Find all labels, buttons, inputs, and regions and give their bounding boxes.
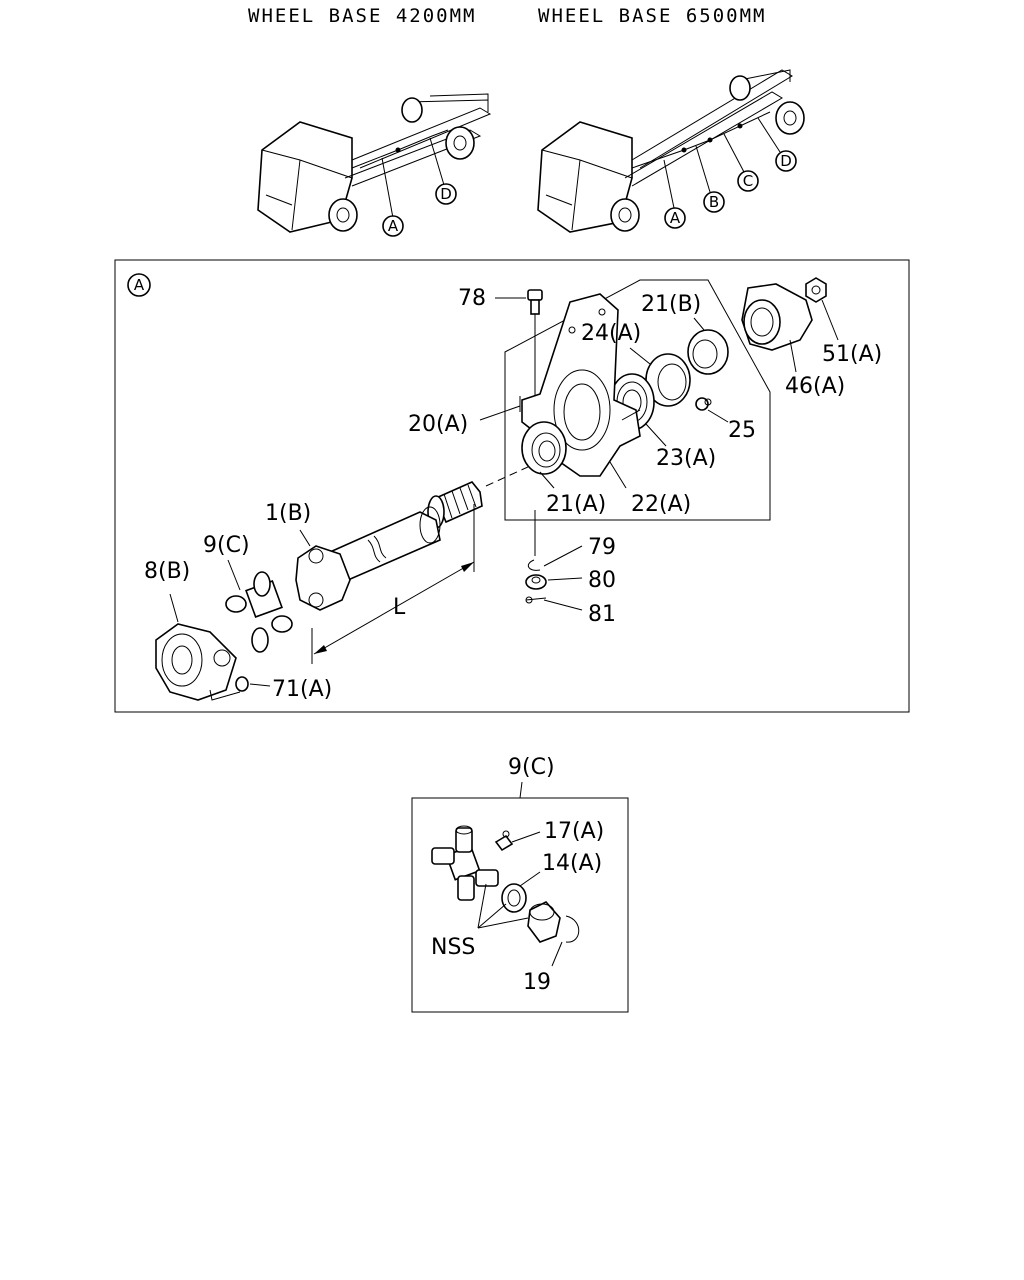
- truck1-marker-d: D: [440, 185, 452, 203]
- label-part-14a: 14(A): [542, 851, 602, 876]
- detail-9c-frame: [411, 797, 629, 1013]
- slinger-24a: [629, 347, 691, 407]
- spider-cross-exploded: [431, 825, 499, 901]
- label-part-79: 79: [588, 535, 616, 560]
- label-dimension-l: L: [393, 595, 406, 620]
- callout-circle: [435, 183, 457, 205]
- label-part-17a: 17(A): [544, 819, 604, 844]
- label-part-46a: 46(A): [785, 374, 845, 399]
- callout-circle: [737, 170, 759, 192]
- header-wheel-base-4200: WHEEL BASE 4200MM: [248, 5, 476, 27]
- label-part-78: 78: [458, 286, 486, 311]
- washer-79: [527, 545, 583, 571]
- callout-circle: [775, 150, 797, 172]
- label-part-21a: 21(A): [546, 492, 606, 517]
- detail-a-frame: [114, 259, 910, 713]
- grease-fitting-17a: [494, 830, 541, 852]
- truck1-marker-a: A: [388, 217, 399, 235]
- label-part-24a: 24(A): [581, 321, 641, 346]
- grease-nipple-25: [695, 397, 729, 423]
- label-part-71a: 71(A): [272, 677, 332, 702]
- retainer-71a: [209, 676, 271, 701]
- snap-ring-19: [551, 915, 580, 967]
- label-part-21b: 21(B): [641, 292, 701, 317]
- truck2-marker-b: B: [709, 193, 719, 211]
- universal-joint-9c: [225, 559, 293, 653]
- label-part-51a: 51(A): [822, 342, 882, 367]
- callout-circle: [382, 215, 404, 237]
- label-part-25: 25: [728, 418, 756, 443]
- label-part-1b: 1(B): [265, 501, 311, 526]
- center-bearing-subframe: [504, 279, 771, 521]
- truck2-marker-a: A: [670, 209, 681, 227]
- callout-circle: [703, 191, 725, 213]
- label-part-20a: 20(A): [408, 412, 468, 437]
- cotter-pin-81: [525, 596, 583, 611]
- truck2-marker-c: C: [743, 172, 753, 190]
- length-dimension: [311, 504, 475, 664]
- label-part-81: 81: [588, 602, 616, 627]
- nut-51a: [805, 277, 839, 341]
- header-wheel-base-6500: WHEEL BASE 6500MM: [538, 5, 766, 27]
- bolt-78: [495, 289, 543, 420]
- detail-9c-title: 9(C): [508, 755, 555, 780]
- label-part-80: 80: [588, 568, 616, 593]
- callout-circle: [664, 207, 686, 229]
- truck2-marker-d: D: [780, 152, 792, 170]
- seal-14a: [501, 871, 541, 913]
- seal-21a: [521, 421, 567, 489]
- label-nss: NSS: [431, 935, 475, 960]
- label-part-8b: 8(B): [144, 559, 190, 584]
- label-part-23a: 23(A): [656, 446, 716, 471]
- truck-illustration-4200: A D: [257, 93, 492, 237]
- label-part-9c: 9(C): [203, 533, 250, 558]
- detail-a-marker-circle: [127, 273, 151, 297]
- seal-21b: [687, 317, 729, 375]
- label-part-22a: 22(A): [631, 492, 691, 517]
- flange-yoke-8b: [155, 593, 237, 701]
- companion-flange-46a: [741, 283, 813, 373]
- nut-80: [525, 574, 583, 590]
- label-part-19: 19: [523, 970, 551, 995]
- bearing-cup: [527, 901, 561, 943]
- propeller-shaft-1b: [295, 481, 483, 611]
- detail-a-marker: A: [134, 276, 145, 294]
- truck-illustration-6500: A B C D: [537, 69, 805, 233]
